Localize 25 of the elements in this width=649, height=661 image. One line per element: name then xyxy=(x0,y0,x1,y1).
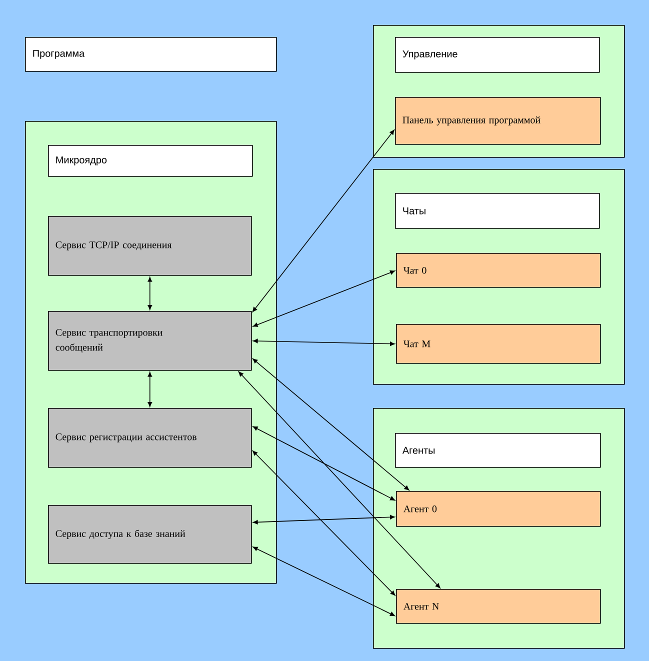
heading-box: Чаты xyxy=(395,193,600,229)
arrow xyxy=(252,450,396,596)
service-box: Сервис доступа к базе знаний xyxy=(48,505,252,564)
component-box: Агент 0 xyxy=(396,491,601,527)
arrow xyxy=(252,338,395,346)
heading-box: Микроядро xyxy=(48,145,253,177)
arrow xyxy=(252,426,396,501)
arrow xyxy=(148,276,152,310)
arrow xyxy=(252,358,410,490)
arrow xyxy=(252,546,396,616)
heading-box: Управление xyxy=(395,37,600,73)
heading-box: Агенты xyxy=(395,433,601,468)
heading-box: Программа xyxy=(25,37,277,72)
component-box: Чат 0 xyxy=(396,253,601,288)
service-box: Сервис регистрации ассистентов xyxy=(48,408,252,468)
arrow xyxy=(148,372,152,407)
component-box: Чат M xyxy=(396,324,601,364)
arrow xyxy=(252,130,394,312)
component-box: Агент N xyxy=(396,589,601,624)
arrow xyxy=(252,514,395,524)
service-box: Сервис TCP/IP соединения xyxy=(48,216,252,276)
service-box: Сервис транспортировки сообщений xyxy=(48,311,252,371)
arrow xyxy=(238,372,440,588)
component-box: Панель управления программой xyxy=(395,97,601,145)
arrow xyxy=(252,270,395,327)
